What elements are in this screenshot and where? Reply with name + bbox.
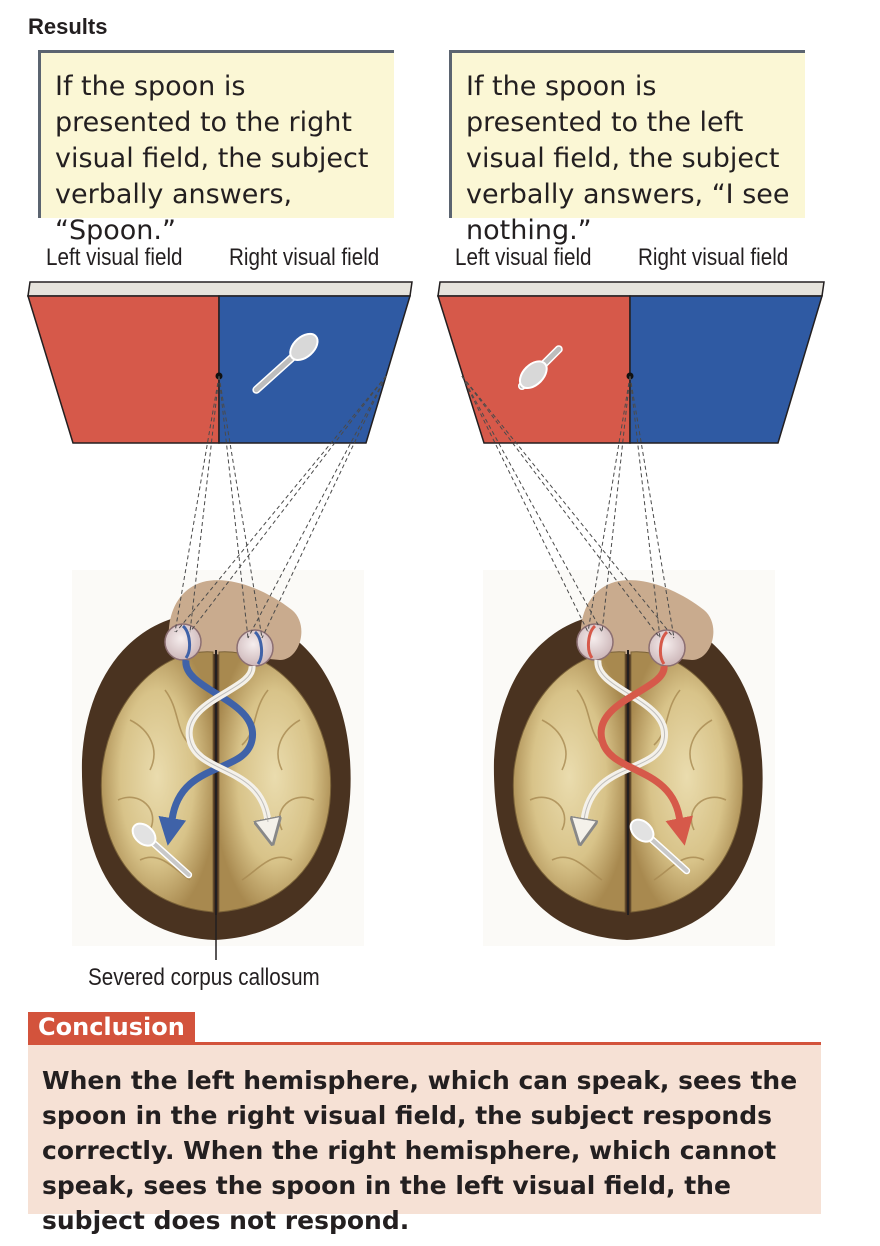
left-hemisphere <box>100 651 214 913</box>
screen-top-edge <box>27 281 413 297</box>
screen-top-edge <box>437 281 825 297</box>
left-panel-statement: If the spoon is presented to the right v… <box>38 50 394 246</box>
results-heading: Results <box>28 14 108 39</box>
left-panel-left-field-label: Left visual field <box>46 244 183 271</box>
corpus-callosum-caption: Severed corpus callosum <box>88 964 320 991</box>
right-eye <box>648 629 686 667</box>
right-brain <box>483 570 775 946</box>
right-visual-field <box>629 295 824 444</box>
left-eye <box>576 623 614 661</box>
right-panel-statement: If the spoon is presented to the left vi… <box>449 50 805 246</box>
spoon-icon <box>518 345 563 390</box>
right-panel-left-field-label: Left visual field <box>455 244 592 271</box>
visual-pathway-blue <box>158 659 256 846</box>
left-eye <box>164 623 202 661</box>
left-panel-sight-lines <box>174 375 387 639</box>
visual-pathway-red <box>597 665 693 846</box>
right-eye <box>236 629 274 667</box>
left-panel-screen <box>26 281 413 444</box>
spoon-icon <box>131 822 193 879</box>
left-visual-field <box>26 295 220 444</box>
left-brain <box>72 570 364 960</box>
conclusion-text: When the left hemisphere, which can spea… <box>28 1042 821 1235</box>
spoon-icon <box>629 818 691 875</box>
conclusion-label: Conclusion <box>28 1012 195 1042</box>
left-panel-right-field-label: Right visual field <box>229 244 380 271</box>
right-panel-sight-lines <box>461 375 675 639</box>
right-panel-screen <box>436 281 825 444</box>
spoon-icon <box>252 332 319 394</box>
right-visual-field <box>218 295 412 444</box>
right-panel-right-field-label: Right visual field <box>638 244 789 271</box>
